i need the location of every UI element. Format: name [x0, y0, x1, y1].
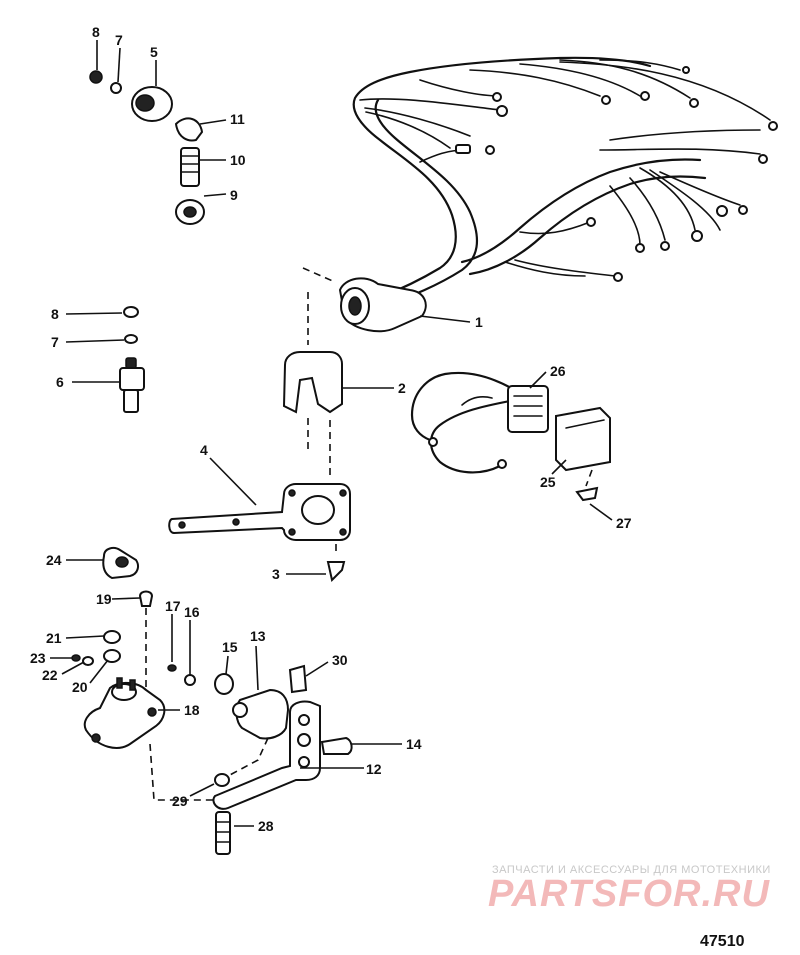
callout-4: 4 — [200, 442, 208, 458]
callout-1: 1 — [475, 314, 483, 330]
callout-28: 28 — [258, 818, 274, 834]
cap-21 — [103, 630, 121, 644]
callout-5: 5 — [150, 44, 158, 60]
washer-7-top — [110, 82, 122, 94]
watermark: ЗАПЧАСТИ И АКСЕССУАРЫ ДЛЯ МОТОТЕХНИКИ PA… — [488, 864, 771, 915]
stud-28 — [215, 811, 231, 855]
drawing-number: 47510 — [700, 933, 745, 950]
callout-9: 9 — [230, 187, 238, 203]
watermark-tagline: ЗАПЧАСТИ И АКСЕССУАРЫ ДЛЯ МОТОТЕХНИКИ — [492, 864, 771, 876]
callout-14: 14 — [406, 736, 422, 752]
connector-26 — [507, 385, 549, 433]
elbow-11 — [174, 117, 204, 142]
washer-20 — [103, 649, 121, 663]
callout-8-top: 8 — [92, 24, 100, 40]
callout-13: 13 — [250, 628, 266, 644]
callout-25: 25 — [540, 474, 556, 490]
callout-18: 18 — [184, 702, 200, 718]
wiring-harness — [338, 56, 778, 333]
regulator-assembly — [410, 371, 611, 502]
callout-17: 17 — [165, 598, 181, 614]
regulator-25 — [555, 406, 611, 472]
nut-8-top — [89, 70, 103, 84]
callout-12: 12 — [366, 761, 382, 777]
sender-assembly-top — [89, 70, 205, 225]
nut-17 — [167, 664, 177, 672]
callout-26: 26 — [550, 363, 566, 379]
leader-lines — [50, 40, 613, 827]
callout-29: 29 — [172, 793, 188, 809]
nut-8-left — [123, 306, 139, 318]
nut-23 — [71, 654, 81, 662]
callout-11: 11 — [230, 111, 245, 127]
watermark-logo: PARTSFOR.RU — [488, 873, 770, 915]
sender-6 — [119, 367, 145, 391]
nut-29 — [214, 773, 230, 787]
boot-2 — [282, 351, 343, 414]
callout-22: 22 — [42, 667, 58, 683]
boot-bracket-assembly — [168, 267, 351, 582]
callout-24: 24 — [46, 552, 62, 568]
callout-8-left: 8 — [51, 306, 59, 322]
callout-2: 2 — [398, 380, 406, 396]
nipple-10 — [180, 147, 200, 187]
callout-20: 20 — [72, 679, 88, 695]
solenoid-assembly — [71, 590, 220, 801]
callout-7-top: 7 — [115, 32, 123, 48]
callout-3: 3 — [272, 566, 280, 582]
cap-15 — [214, 673, 234, 695]
washer-22 — [82, 656, 94, 666]
bracket-4 — [168, 483, 351, 541]
circuit-breaker-assembly — [167, 664, 353, 855]
solenoid-18 — [83, 682, 166, 749]
callout-10: 10 — [230, 152, 246, 168]
screw-27 — [575, 486, 599, 502]
callout-6: 6 — [56, 374, 64, 390]
callout-23: 23 — [30, 650, 46, 666]
sender-assembly-left — [119, 306, 145, 413]
callout-16: 16 — [184, 604, 200, 620]
bolt-30 — [288, 664, 308, 694]
callout-30: 30 — [332, 652, 348, 668]
bracket-12 — [212, 700, 321, 810]
callout-21: 21 — [46, 630, 62, 646]
callout-27: 27 — [616, 515, 632, 531]
callout-7-left: 7 — [51, 334, 59, 350]
washer-7-left — [124, 334, 138, 344]
washer-16 — [184, 674, 196, 686]
screw-3 — [326, 561, 346, 582]
screw-19 — [138, 590, 154, 607]
bolt-14 — [320, 736, 353, 755]
callout-15: 15 — [222, 639, 238, 655]
callout-19: 19 — [96, 591, 112, 607]
callout-labels: 1 2 3 4 5 6 7 7 8 8 9 10 11 12 13 14 15 … — [30, 24, 632, 834]
